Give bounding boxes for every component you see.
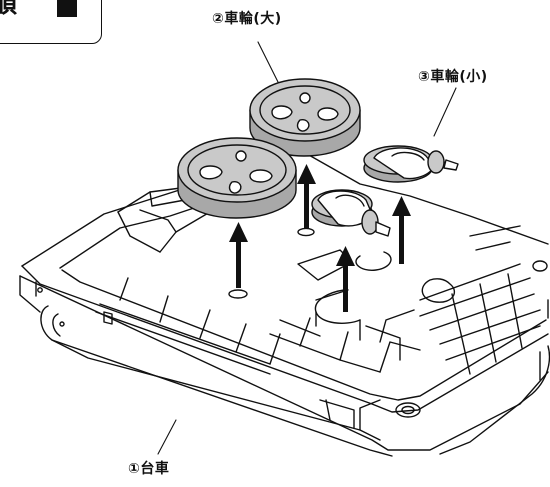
- mount-arrows: [229, 164, 411, 312]
- label-large-wheel: ②車輪(大): [212, 11, 282, 27]
- small-wheel-front: [311, 189, 391, 237]
- leader-lines: [157, 41, 457, 455]
- small-wheel-back: [363, 145, 459, 183]
- step-word: 順: [0, 0, 18, 19]
- step-tab: 順 1: [0, 0, 102, 44]
- cart-base: [19, 149, 550, 457]
- large-wheel-front: [177, 137, 297, 219]
- label-small-wheel: ③車輪(小): [418, 69, 488, 85]
- label-cart: ①台車: [128, 461, 170, 477]
- step-number: 1: [57, 0, 77, 17]
